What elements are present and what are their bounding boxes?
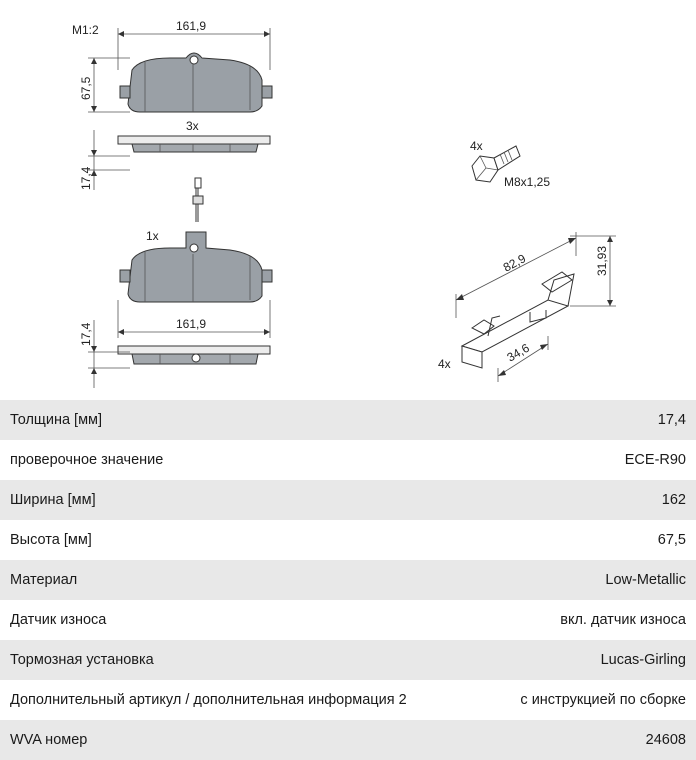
spec-table: Толщина [мм] 17,4 проверочное значение E…: [0, 400, 696, 760]
spec-value: Low-Metallic: [605, 572, 686, 588]
spec-value: 17,4: [657, 412, 686, 428]
spec-row-wear-sensor: Датчик износа вкл. датчик износа: [0, 600, 696, 640]
spec-value: 24608: [645, 732, 686, 748]
bolt-size-label: M8x1,25: [504, 175, 550, 189]
qty-pad-with-sensor: 1x: [146, 229, 159, 243]
spec-label: Материал: [10, 572, 78, 588]
thickness-top-label: 17,4: [79, 166, 93, 190]
spec-label: Датчик износа: [10, 612, 107, 628]
spec-row-wva: WVA номер 24608: [0, 720, 696, 760]
spec-label: проверочное значение: [10, 452, 164, 468]
brake-pad-top-side: [117, 135, 271, 153]
clip-length-label: 82,9: [501, 251, 528, 274]
spec-row-width: Ширина [мм] 162: [0, 480, 696, 520]
pad-height-label: 67,5: [79, 76, 93, 100]
spec-value: ECE-R90: [624, 452, 686, 468]
spec-value: 67,5: [657, 532, 686, 548]
spec-label: Дополнительный артикул / дополнительная …: [10, 692, 407, 708]
spec-label: WVA номер: [10, 732, 88, 748]
clip-offset-label: 34,6: [505, 341, 533, 365]
spec-row-thickness: Толщина [мм] 17,4: [0, 400, 696, 440]
qty-clips: 4x: [438, 357, 451, 371]
thickness-bottom-label: 17,4: [79, 322, 93, 346]
spec-label: Ширина [мм]: [10, 492, 96, 508]
spec-value: Lucas-Girling: [600, 652, 686, 668]
bolt-icon: [471, 145, 521, 183]
technical-drawing: M1:2 161,9 67,5 3x 17,4: [72, 19, 616, 388]
clip-icon: [460, 271, 575, 369]
qty-bolts: 4x: [470, 139, 483, 153]
brake-pad-bottom-face: [119, 231, 273, 303]
clip-height-label: 31,93: [595, 246, 609, 276]
spec-row-test-value: проверочное значение ECE-R90: [0, 440, 696, 480]
spec-value: вкл. датчик износа: [560, 612, 686, 628]
spec-value: 162: [661, 492, 686, 508]
spec-value: с инструкцией по сборке: [520, 692, 686, 708]
spec-row-height: Высота [мм] 67,5: [0, 520, 696, 560]
qty-pads-no-sensor: 3x: [186, 119, 199, 133]
pad-width-bottom-label: 161,9: [176, 317, 206, 331]
wear-sensor: [192, 177, 204, 222]
brake-pad-bottom-side: [117, 345, 271, 365]
brake-pad-top-face: [119, 52, 273, 113]
spec-row-brake-system: Тормозная установка Lucas-Girling: [0, 640, 696, 680]
scale-label: M1:2: [72, 23, 99, 37]
pad-width-top-label: 161,9: [176, 19, 206, 33]
spec-label: Высота [мм]: [10, 532, 92, 548]
spec-label: Толщина [мм]: [10, 412, 103, 428]
spec-row-material: Материал Low-Metallic: [0, 560, 696, 600]
spec-row-additional-info: Дополнительный артикул / дополнительная …: [0, 680, 696, 720]
spec-label: Тормозная установка: [10, 652, 154, 668]
